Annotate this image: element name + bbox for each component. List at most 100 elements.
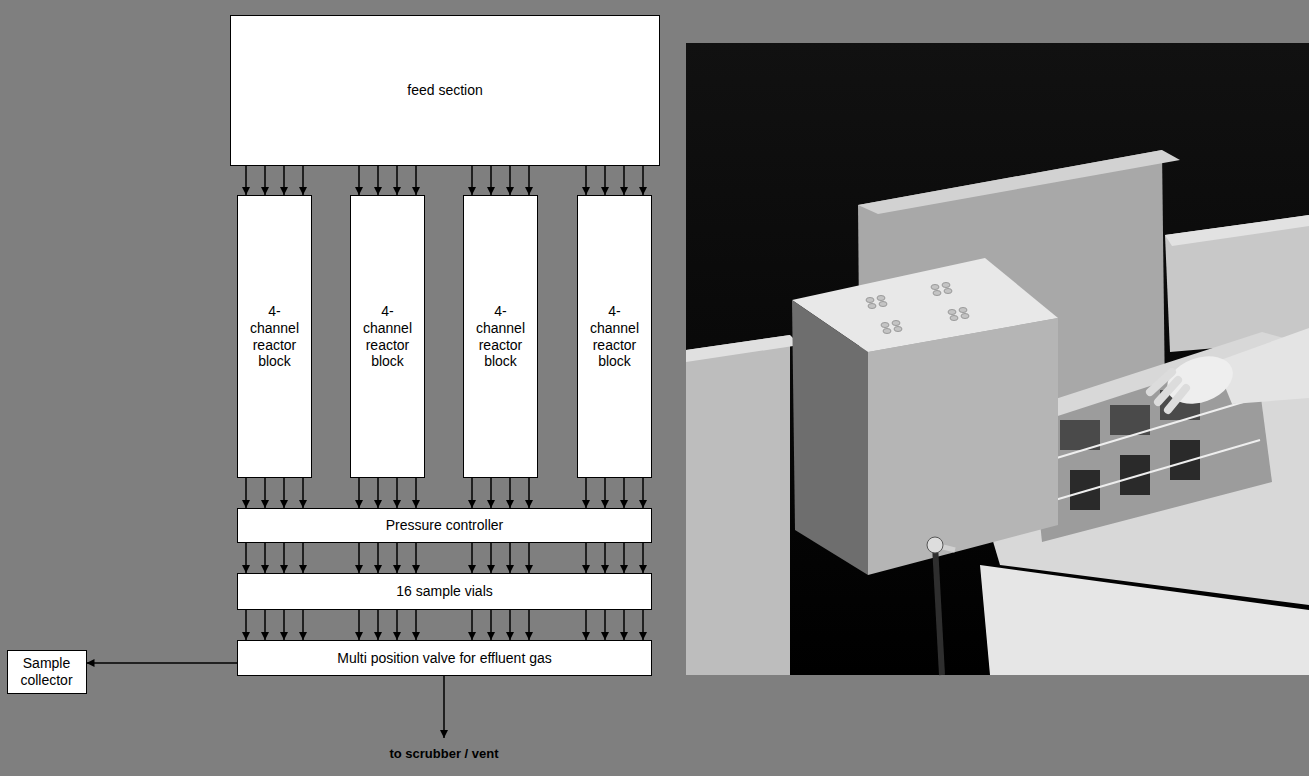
flow-arrow [396, 478, 398, 508]
flow-arrow [471, 166, 473, 195]
flow-arrow [358, 166, 360, 195]
sample-collector-box: Sample collector [7, 650, 87, 694]
flow-arrow [585, 610, 587, 640]
flow-arrow [509, 478, 511, 508]
flow-arrow [490, 478, 492, 508]
flow-arrow [245, 166, 247, 195]
lid-holes [866, 283, 969, 334]
flow-arrow [415, 543, 417, 573]
front-panel [980, 565, 1309, 675]
flow-arrow [642, 610, 644, 640]
flow-arrow [377, 610, 379, 640]
flow-arrow [471, 543, 473, 573]
lid-lever [935, 545, 942, 675]
flow-arrow [604, 543, 606, 573]
flow-arrow [302, 166, 304, 195]
flow-arrow [471, 478, 473, 508]
flow-arrow [245, 543, 247, 573]
lid-side [792, 300, 868, 575]
box-label: Multi position valve for effluent gas [337, 650, 552, 667]
flow-arrow [358, 478, 360, 508]
flow-arrow [283, 166, 285, 195]
reactor-block: 4- channel reactor block [577, 195, 652, 478]
flow-arrow [396, 543, 398, 573]
lid-front [868, 318, 1058, 575]
flow-arrow [623, 610, 625, 640]
flow-arrow [87, 662, 238, 664]
flow-arrow [604, 610, 606, 640]
flow-arrow [264, 543, 266, 573]
flow-arrow [528, 543, 530, 573]
flow-arrow [528, 166, 530, 195]
flow-arrow [490, 610, 492, 640]
reactor-block: 4- channel reactor block [463, 195, 538, 478]
outlet-label: to scrubber / vent [344, 746, 544, 761]
flow-arrow [302, 610, 304, 640]
flow-arrow [490, 543, 492, 573]
flow-arrow [509, 166, 511, 195]
flow-arrow [623, 478, 625, 508]
flow-arrow [264, 478, 266, 508]
flow-arrow [623, 543, 625, 573]
flow-arrow [264, 610, 266, 640]
flow-arrow [623, 166, 625, 195]
vent-arrow [443, 676, 445, 738]
flow-arrow [585, 166, 587, 195]
flow-arrow [415, 610, 417, 640]
flow-arrow [528, 478, 530, 508]
flow-arrow [585, 478, 587, 508]
reactor-plate [1120, 455, 1150, 495]
right-cabinet-top [1165, 215, 1309, 246]
reactor-plate [1170, 440, 1200, 480]
valve-box: Multi position valve for effluent gas [237, 640, 652, 676]
back-cabinet-top [858, 150, 1180, 214]
reactor-block: 4- channel reactor block [237, 195, 312, 478]
flow-arrow [509, 543, 511, 573]
flow-arrow [377, 543, 379, 573]
box-label: 4- channel reactor block [247, 303, 303, 370]
sample-vials-box: 16 sample vials [237, 573, 652, 610]
reactor-plate [1110, 405, 1150, 435]
flow-arrow [490, 166, 492, 195]
flow-arrow [642, 543, 644, 573]
box-label: Pressure controller [386, 517, 504, 534]
photo-background [686, 43, 1309, 675]
pressure-controller-box: Pressure controller [237, 508, 652, 543]
flow-arrow [415, 478, 417, 508]
flow-arrow [415, 166, 417, 195]
right-cabinet [1165, 215, 1309, 352]
glove-fingers [1150, 372, 1186, 410]
tubing [1055, 440, 1260, 500]
reactor-block: 4- channel reactor block [350, 195, 425, 478]
flow-arrow [509, 610, 511, 640]
flow-arrow [377, 166, 379, 195]
flow-arrow [245, 478, 247, 508]
box-label: feed section [407, 82, 483, 99]
flow-arrow [528, 610, 530, 640]
lid-hinge [927, 537, 943, 553]
flow-arrow [377, 478, 379, 508]
flow-arrow [358, 543, 360, 573]
box-label: 4- channel reactor block [587, 303, 643, 370]
box-label: 4- channel reactor block [473, 303, 529, 370]
box-label: 4- channel reactor block [360, 303, 416, 370]
flow-arrow [396, 166, 398, 195]
box-label: 16 sample vials [396, 583, 493, 600]
reactor-plate [1070, 470, 1100, 510]
box-label: Sample collector [12, 655, 82, 689]
flow-arrow [302, 543, 304, 573]
flow-arrow [642, 478, 644, 508]
flow-arrow [396, 610, 398, 640]
flow-arrow [302, 478, 304, 508]
flow-arrow [471, 610, 473, 640]
feed-section-box: feed section [230, 15, 660, 166]
flow-arrow [585, 543, 587, 573]
flow-arrow [358, 610, 360, 640]
flow-arrow [283, 610, 285, 640]
reactor-plate [1060, 420, 1100, 450]
flow-arrow [245, 610, 247, 640]
flow-arrow [642, 166, 644, 195]
flow-arrow [604, 166, 606, 195]
flow-arrow [264, 166, 266, 195]
flow-arrow [283, 543, 285, 573]
